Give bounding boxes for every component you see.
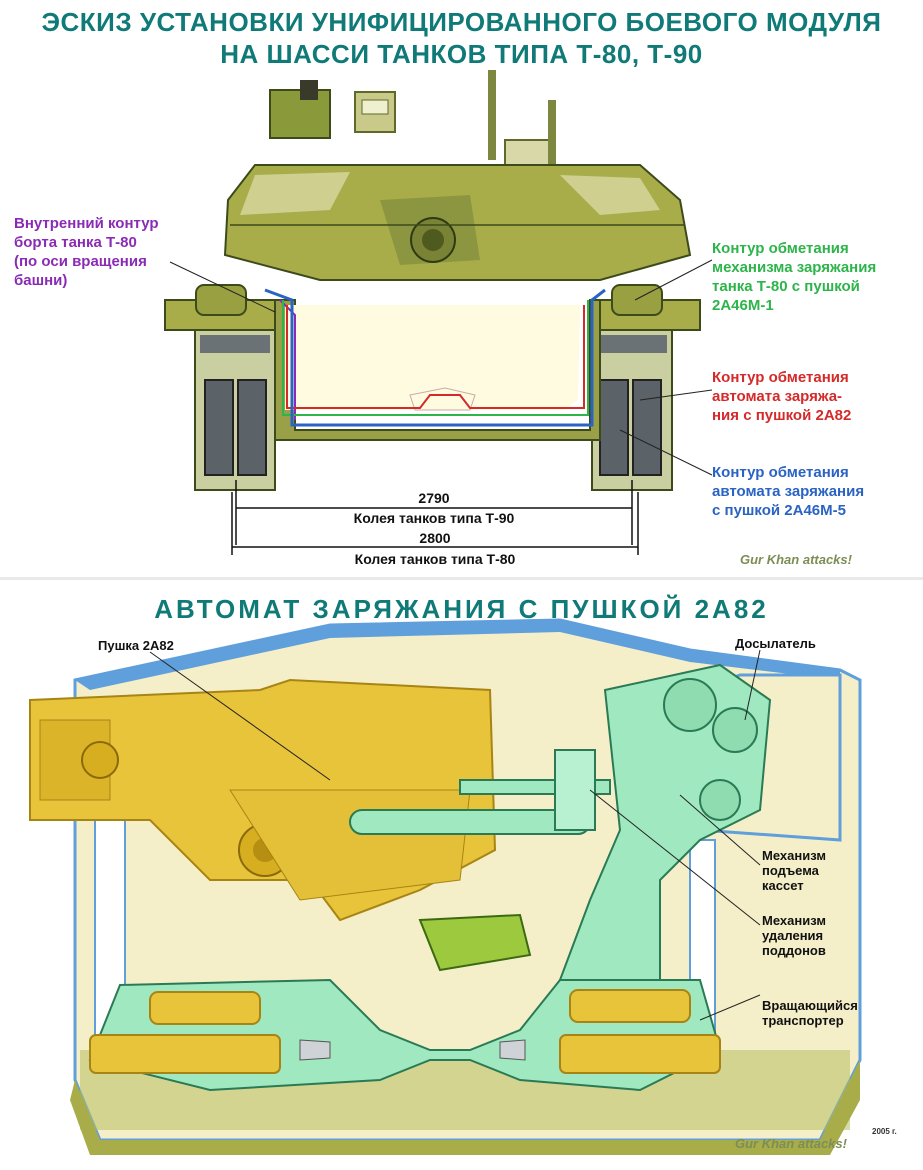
dim-2790-label: Колея танков типа Т-90 xyxy=(353,510,515,526)
contour-2a46m5-line xyxy=(264,288,606,427)
left-track xyxy=(194,329,276,491)
label-cassette-lift: Механизм подъема кассет xyxy=(762,848,826,893)
contour-2a82-line xyxy=(286,305,585,409)
cassette-lift-column xyxy=(558,663,772,1002)
hull-section xyxy=(274,299,601,441)
turret-body xyxy=(223,164,692,281)
label-sweep-2a46m1: Контур обметания механизма заряжания тан… xyxy=(712,240,877,314)
dim-2800-value: 2800 xyxy=(419,530,451,546)
bottom-watermark: Gur Khan attacks! xyxy=(735,1136,847,1151)
top-title: ЭСКИЗ УСТАНОВКИ УНИФИЦИРОВАННОГО БОЕВОГО… xyxy=(0,6,923,70)
sweep-contours xyxy=(264,288,606,427)
rammer-arm xyxy=(349,749,611,835)
panel-divider xyxy=(0,577,923,581)
bottom-title: АВТОМАТ ЗАРЯЖАНИЯ С ПУШКОЙ 2А82 xyxy=(154,594,769,624)
right-track xyxy=(591,329,673,491)
top-title-line2: НА ШАССИ ТАНКОВ ТИПА Т-80, Т-90 xyxy=(220,39,703,69)
bottom-diagram-panel: АВТОМАТ ЗАРЯЖАНИЯ С ПУШКОЙ 2А82 Пушка 2А… xyxy=(0,580,923,1170)
tank-front-section-drawing xyxy=(164,70,713,555)
pallet-removal-mechanism xyxy=(418,913,532,972)
rotating-conveyor xyxy=(88,978,722,1092)
label-sweep-2a46m5: Контур обметания автомата заряжания с пу… xyxy=(712,464,865,519)
top-leader-lines xyxy=(169,259,713,476)
top-diagram-panel: ЭСКИЗ УСТАНОВКИ УНИФИЦИРОВАННОГО БОЕВОГО… xyxy=(0,0,923,578)
label-inner-contour: Внутренний контур борта танка Т-80 (по о… xyxy=(14,215,159,289)
track-dimension-lines xyxy=(231,480,639,555)
year-stamp: 2005 г. xyxy=(872,1127,897,1136)
top-watermark: Gur Khan attacks! xyxy=(740,552,852,567)
label-sweep-2a82: Контур обметания автомата заряжа- ния с … xyxy=(712,369,852,424)
autoloader-section-drawing xyxy=(29,618,862,1155)
dim-2800-label: Колея танков типа Т-80 xyxy=(354,551,516,567)
dim-2790-value: 2790 xyxy=(418,490,450,506)
top-title-line1: ЭСКИЗ УСТАНОВКИ УНИФИЦИРОВАННОГО БОЕВОГО… xyxy=(41,7,882,37)
label-pallet-removal: Механизм удаления поддонов xyxy=(762,913,826,958)
contour-2a46m1-line xyxy=(282,300,589,416)
label-rammer: Досылатель xyxy=(735,636,816,651)
bottom-leader-lines xyxy=(149,649,761,1021)
inner-contour-line xyxy=(279,299,296,420)
label-rotating-conveyor: Вращающийся транспортер xyxy=(762,998,858,1028)
label-gun-2a82: Пушка 2А82 xyxy=(98,638,174,653)
